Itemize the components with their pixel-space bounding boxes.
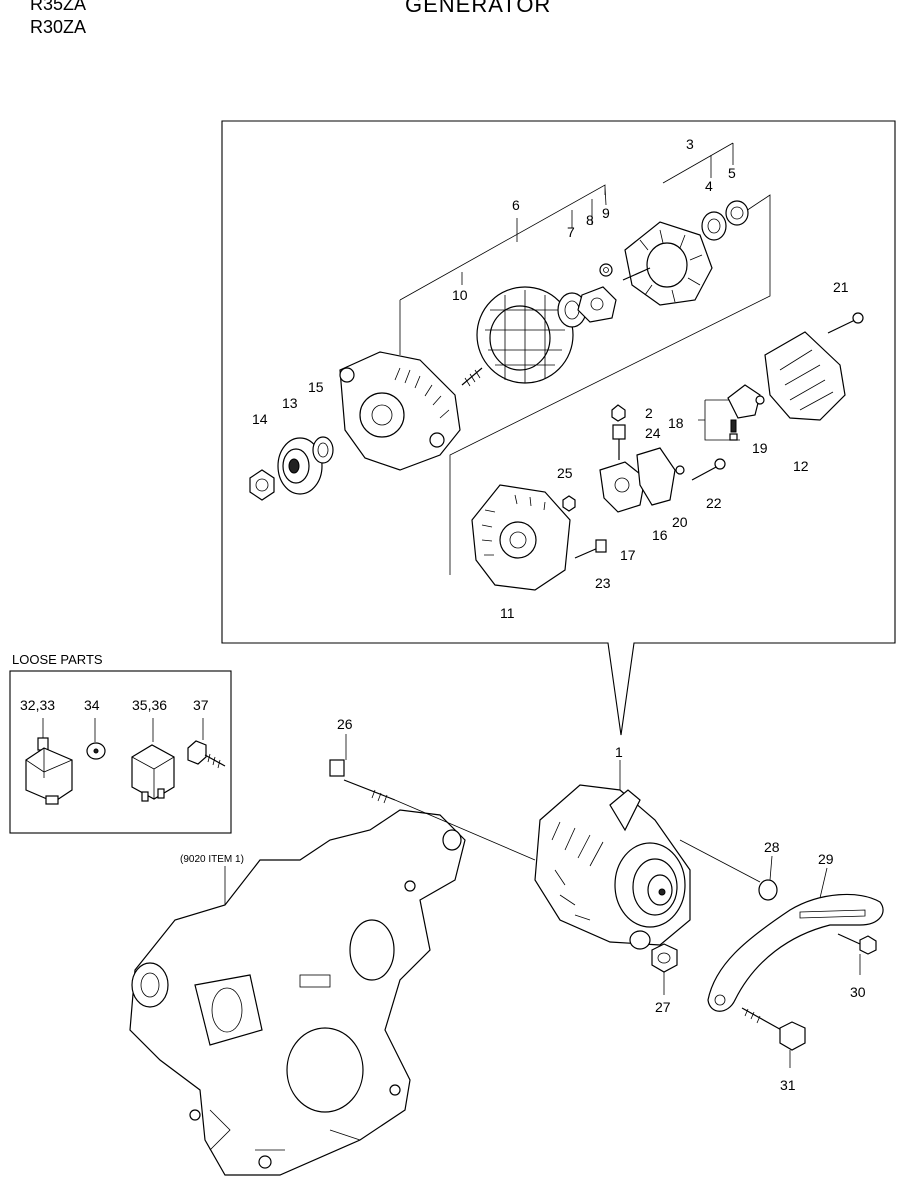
callout-31: 31 <box>780 1077 796 1093</box>
part-2-nut <box>611 404 626 422</box>
loose-parts-heading: LOOSE PARTS <box>12 652 103 667</box>
loose-part-32-relay <box>25 718 73 805</box>
callout-25: 25 <box>557 465 573 481</box>
model-label-r35za: R35ZA <box>30 0 86 14</box>
part-25-nut <box>562 495 576 512</box>
callout-10: 10 <box>452 287 468 303</box>
loose-part-label-32-33: 32,33 <box>20 697 55 713</box>
callout-5: 5 <box>728 165 736 181</box>
callout-14: 14 <box>252 411 268 427</box>
callout-18: 18 <box>668 415 684 431</box>
part-30-bolt <box>837 933 877 975</box>
part-4-bearing <box>701 211 727 241</box>
part-16-regulator <box>636 447 676 506</box>
callout-6: 6 <box>512 197 520 213</box>
callout-11: 11 <box>500 605 515 621</box>
callout-7: 7 <box>567 224 575 240</box>
part-9-screw <box>599 263 613 277</box>
loose-parts-box <box>9 670 232 834</box>
callout-26: 26 <box>337 716 353 732</box>
loose-part-label-35-36: 35,36 <box>132 697 167 713</box>
callout-12: 12 <box>793 458 809 474</box>
part-21-bolt <box>827 312 864 334</box>
callout-24: 24 <box>645 425 661 441</box>
part-3-rotor <box>622 221 713 306</box>
spacer-alignment-line <box>679 839 761 883</box>
callout-27: 27 <box>655 999 671 1015</box>
part-13-pulley <box>277 437 323 495</box>
exploded-view-frame <box>221 120 896 736</box>
callout-1: 1 <box>615 744 623 760</box>
callout-30: 30 <box>850 984 866 1000</box>
callout-21: 21 <box>833 279 849 295</box>
loose-part-34-washer <box>86 718 106 760</box>
callout-19: 19 <box>752 440 768 456</box>
part-14-nut <box>249 469 275 501</box>
engine-gear-cover <box>129 809 466 1176</box>
callout-23: 23 <box>595 575 611 591</box>
callout-3: 3 <box>686 136 694 152</box>
drive-end-housing <box>339 351 461 471</box>
part-31-bolt <box>741 1007 806 1068</box>
part-29-adjusting-bracket <box>707 867 884 1012</box>
loose-part-label-34: 34 <box>84 697 100 713</box>
loose-part-35-relay <box>131 718 175 802</box>
callout-9: 9 <box>602 205 610 221</box>
callout-4: 4 <box>705 178 713 194</box>
part-19-screw <box>755 395 765 405</box>
callout-8: 8 <box>586 212 594 228</box>
part-8-plate <box>577 286 617 323</box>
loose-part-label-37: 37 <box>193 697 209 713</box>
callout-20: 20 <box>672 514 688 530</box>
part-23-bolt <box>574 539 607 559</box>
callout-15: 15 <box>308 379 324 395</box>
callout-28: 28 <box>764 839 780 855</box>
part-22-bolt <box>691 458 726 481</box>
part-15-spacer <box>312 436 334 464</box>
part-10-through-bolt <box>461 367 483 387</box>
bolt-alignment-line <box>394 799 536 861</box>
part-6-stator <box>476 286 574 384</box>
callout-13: 13 <box>282 395 298 411</box>
callout-2: 2 <box>645 405 653 421</box>
callout-22: 22 <box>706 495 722 511</box>
diagram-title: GENERATOR <box>405 0 551 17</box>
part-27-nut <box>651 943 678 995</box>
part-11-rear-housing <box>471 484 571 591</box>
loose-part-37-bolt <box>187 718 226 769</box>
part-24-terminal <box>612 424 626 460</box>
part-5-seal <box>725 200 749 226</box>
part-17-rectifier <box>599 461 646 513</box>
part-18-brush-holder <box>727 384 761 441</box>
part-1-generator-assembly <box>534 760 691 950</box>
callout-29: 29 <box>818 851 834 867</box>
part-20-screw <box>675 465 685 475</box>
bracket-lines-upper <box>399 142 734 355</box>
callout-17: 17 <box>620 547 636 563</box>
callout-16: 16 <box>652 527 668 543</box>
part-28-spacer <box>758 855 778 901</box>
part-26-mounting-bolt <box>329 734 396 804</box>
part-12-rear-cover <box>764 331 846 421</box>
reference-label-9020-item-1: (9020 ITEM 1) <box>180 854 244 865</box>
model-label-r30za: R30ZA <box>30 17 86 37</box>
bracket-lines-right <box>449 194 771 575</box>
